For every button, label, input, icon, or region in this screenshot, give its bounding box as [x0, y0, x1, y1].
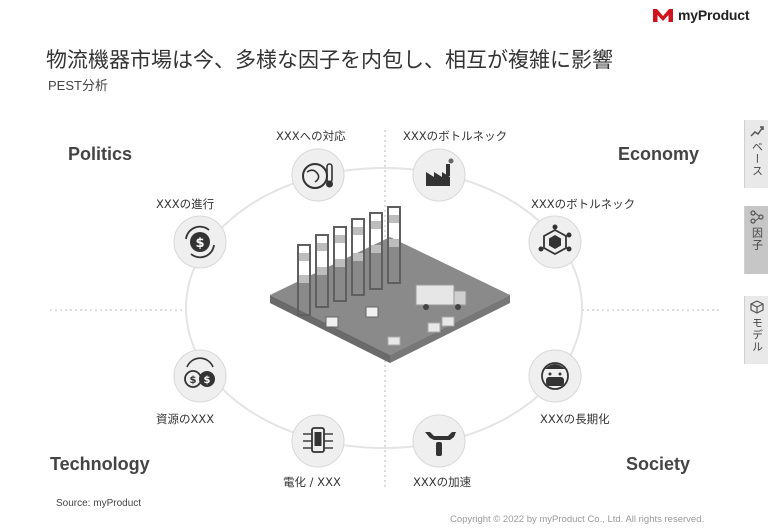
brand-name: myProduct — [678, 7, 750, 23]
quadrant-society: Society — [626, 454, 691, 474]
node-label-politics-2: XXXの進行 — [156, 197, 215, 211]
wrench-hand-icon — [412, 414, 466, 468]
warehouse-illustration — [270, 206, 510, 363]
node-label-society-1: XXXの長期化 — [540, 412, 610, 426]
tree-nodes-icon — [749, 210, 764, 224]
side-tab-model-label: モデル — [750, 317, 764, 353]
svg-text:$: $ — [195, 236, 204, 251]
node-label-economy-1: XXXのボトルネック — [403, 129, 508, 143]
side-tab-factors[interactable]: 因子 — [744, 206, 768, 274]
cube-icon — [749, 300, 764, 314]
network-box-icon — [528, 215, 582, 269]
node-label-economy-2: XXXのボトルネック — [531, 197, 636, 211]
side-tab-factors-label: 因子 — [750, 227, 764, 251]
page-title: 物流機器市場は今、多様な因子を内包し、相互が複雑に影響 — [46, 48, 613, 72]
brand-logo: myProduct — [652, 6, 750, 24]
page-subtitle: PEST分析 — [48, 78, 108, 93]
globe-thermometer-icon — [291, 148, 345, 202]
source-note: Source: myProduct — [56, 498, 142, 509]
node-label-technology-1: 資源のXXX — [156, 412, 215, 426]
node-label-politics-1: XXXへの対応 — [276, 129, 346, 143]
chart-up-icon — [749, 126, 764, 137]
smartphone-circuit-icon — [291, 414, 345, 468]
side-tab-base[interactable]: ベース — [744, 120, 768, 188]
pest-cycle-ellipse — [185, 167, 583, 449]
currency-exchange-icon: $ — [173, 215, 227, 269]
side-tab-model[interactable]: モデル — [744, 296, 768, 364]
quadrant-politics: Politics — [68, 144, 133, 164]
node-label-society-2: XXXの加速 — [413, 475, 472, 489]
node-label-technology-2: 電化 / XXX — [283, 475, 341, 489]
copyright-note: Copyright © 2022 by myProduct Co., Ltd. … — [450, 514, 705, 525]
factory-icon — [412, 148, 466, 202]
svg-text:$: $ — [190, 375, 197, 386]
side-tab-base-label: ベース — [750, 141, 764, 177]
diagram-frame — [50, 130, 722, 490]
coins-icon: $ $ — [173, 349, 227, 403]
svg-text:$: $ — [204, 375, 211, 386]
mask-face-icon — [528, 349, 582, 403]
quadrant-economy: Economy — [618, 144, 700, 164]
quadrant-technology: Technology — [50, 454, 150, 474]
logo-mark-icon — [653, 9, 673, 22]
